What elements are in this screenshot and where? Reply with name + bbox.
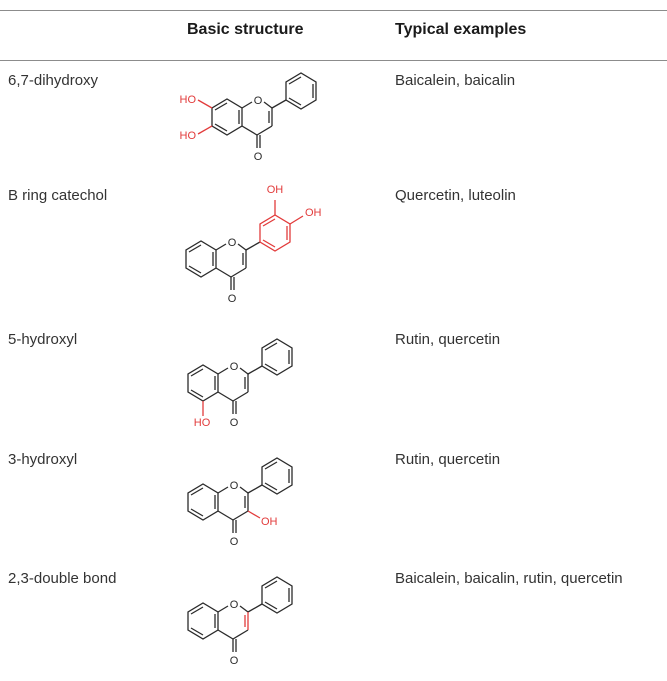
- feature-label: 2,3-double bond: [8, 570, 117, 587]
- table-top-rule: [0, 10, 667, 11]
- structure-6-7-dihydroxy: O O HO HO: [180, 72, 317, 163]
- feature-label: 3-hydroxyl: [8, 451, 78, 468]
- ring-oxygen-label: O: [230, 361, 239, 373]
- hydroxyl-label: OH: [261, 516, 278, 528]
- ring-oxygen-label: O: [228, 237, 237, 249]
- column-header-examples: Typical examples: [395, 21, 527, 38]
- feature-label: 5-hydroxyl: [8, 331, 78, 348]
- keto-oxygen-label: O: [230, 655, 239, 667]
- feature-label: 6,7-dihydroxy: [8, 72, 99, 89]
- hydroxyl-label: HO: [180, 130, 197, 142]
- examples-label: Rutin, quercetin: [395, 451, 501, 468]
- structure-3-hydroxyl: O O OH: [187, 457, 293, 548]
- keto-oxygen-label: O: [228, 293, 237, 305]
- hydroxyl-label: OH: [267, 184, 284, 196]
- examples-label: Quercetin, luteolin: [395, 187, 516, 204]
- keto-oxygen-label: O: [254, 151, 263, 163]
- examples-label: Rutin, quercetin: [395, 331, 501, 348]
- hydroxyl-label: HO: [194, 417, 211, 429]
- header-rule: [0, 60, 667, 61]
- keto-oxygen-label: O: [230, 536, 239, 548]
- ring-oxygen-label: O: [230, 599, 239, 611]
- column-header-structure: Basic structure: [187, 21, 304, 38]
- hydroxyl-label: HO: [180, 94, 197, 106]
- examples-label: Baicalein, baicalin: [395, 72, 516, 89]
- examples-label: Baicalein, baicalin, rutin, quercetin: [395, 570, 623, 587]
- feature-label: B ring catechol: [8, 187, 108, 204]
- keto-oxygen-label: O: [230, 417, 239, 429]
- structure-2-3-double-bond: O O: [187, 576, 293, 667]
- structure-b-ring-catechol: O O OH OH: [185, 184, 322, 305]
- hydroxyl-label: OH: [305, 207, 322, 219]
- ring-oxygen-label: O: [230, 480, 239, 492]
- ring-oxygen-label: O: [254, 95, 263, 107]
- structure-5-hydroxyl: O O HO: [187, 338, 293, 429]
